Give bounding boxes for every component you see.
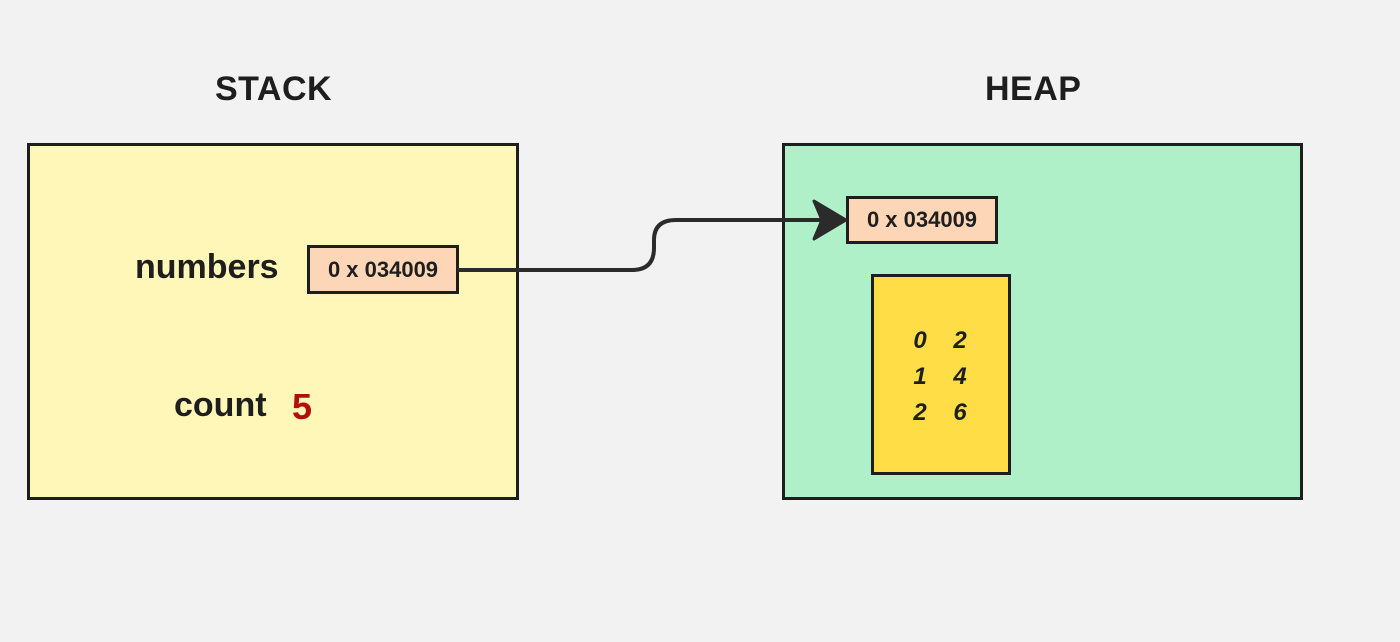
array-cell: 2: [953, 327, 967, 354]
array-cell: 0: [913, 327, 927, 354]
heap-title: HEAP: [985, 70, 1082, 108]
array-cell: 2: [913, 399, 927, 426]
numbers-reference-address: 0 x 034009: [307, 245, 459, 294]
stack-box: [27, 143, 519, 500]
count-variable-label: count: [174, 386, 267, 424]
count-value: 5: [292, 386, 313, 427]
array-cell: 4: [953, 363, 967, 390]
heap-object-address: 0 x 034009: [846, 196, 998, 244]
heap-array-object: 0 2 1 4 2 6: [871, 274, 1011, 475]
numbers-variable-label: numbers: [135, 248, 279, 286]
array-cell: 6: [953, 399, 967, 426]
array-cell: 1: [913, 363, 927, 390]
stack-title: STACK: [215, 70, 333, 108]
